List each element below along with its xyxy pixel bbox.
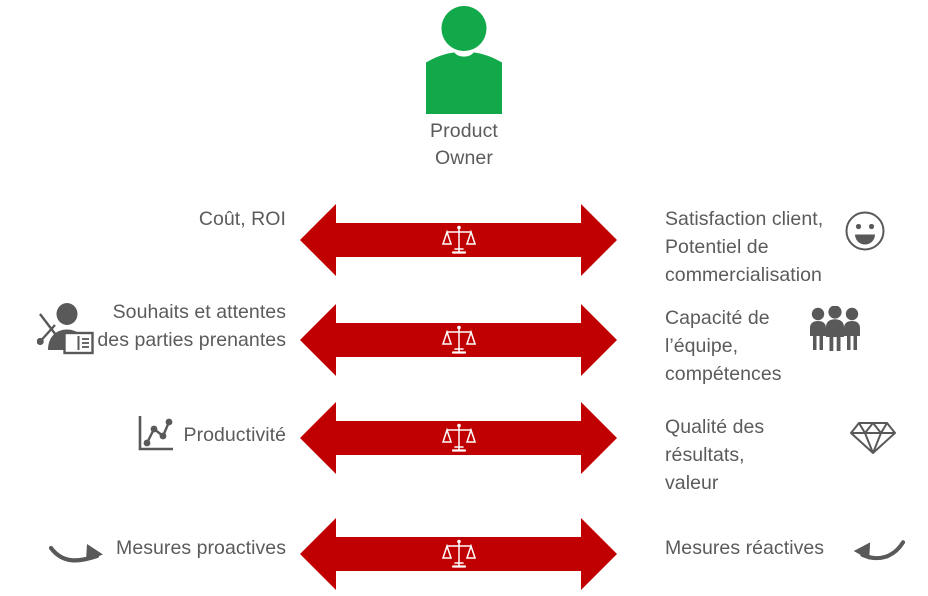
diamond-gem-icon bbox=[850, 422, 896, 454]
row-3-arrow bbox=[300, 390, 617, 486]
row-2-left: Souhaits et attentes des parties prenant… bbox=[0, 292, 300, 356]
row-4-left-label: Mesures proactives bbox=[116, 537, 286, 559]
row-4-left: Mesures proactives bbox=[0, 506, 300, 568]
row-4-right-label: Mesures réactives bbox=[665, 537, 825, 559]
line-chart-icon bbox=[138, 416, 173, 451]
row-1-left: Coût, ROI bbox=[0, 192, 300, 233]
curved-arrow-right-icon bbox=[49, 544, 104, 563]
person-icon bbox=[426, 6, 502, 114]
po-label-line2: Owner bbox=[435, 147, 493, 169]
row-1-right-label: Satisfaction client, Potentiel de commer… bbox=[665, 208, 824, 286]
line-chart-icon-box bbox=[128, 413, 184, 455]
po-label-line1: Product bbox=[430, 120, 498, 142]
row-1-right: Satisfaction client, Potentiel de commer… bbox=[617, 192, 928, 289]
curved-arrow-left-icon bbox=[853, 540, 905, 561]
three-people-icon-box bbox=[805, 306, 865, 352]
row-1-arrow bbox=[300, 192, 617, 288]
row-2-right: Capacité de l’équipe, compétences bbox=[617, 292, 928, 388]
row-3-right: Qualité des résultats, valeur bbox=[617, 390, 928, 497]
row-2-left-label: Souhaits et attentes des parties prenant… bbox=[97, 301, 286, 351]
smiley-face-icon bbox=[845, 211, 885, 251]
balance-scale-icon bbox=[441, 539, 476, 568]
three-people-icon bbox=[810, 306, 860, 351]
row-4-right: Mesures réactives bbox=[617, 506, 928, 568]
curved-arrow-right-icon-box bbox=[44, 538, 116, 568]
row-3-left-label: Productivité bbox=[183, 424, 286, 446]
row-3-right-label: Qualité des résultats, valeur bbox=[665, 416, 765, 494]
diamond-gem-icon-box bbox=[845, 414, 901, 456]
balance-row-1: Coût, ROI Satisfaction client, Potent bbox=[0, 192, 928, 289]
balance-row-4: Mesures proactives Mesures réactives bbox=[0, 506, 928, 596]
row-4-arrow bbox=[300, 506, 617, 596]
balance-row-2: Souhaits et attentes des parties prenant… bbox=[0, 292, 928, 388]
balance-row-3: Productivité Qualité des résultats, vale… bbox=[0, 390, 928, 497]
presenter-person-icon bbox=[37, 303, 95, 355]
smiley-face-icon-box bbox=[835, 210, 895, 252]
balance-scale-icon bbox=[441, 423, 476, 452]
presenter-person-icon-box bbox=[35, 300, 97, 356]
row-3-left: Productivité bbox=[0, 390, 300, 455]
curved-arrow-left-icon-box bbox=[845, 536, 905, 568]
row-2-arrow bbox=[300, 292, 617, 388]
balance-scale-icon bbox=[441, 325, 476, 354]
row-1-left-label: Coût, ROI bbox=[198, 208, 286, 230]
row-2-right-label: Capacité de l’équipe, compétences bbox=[665, 307, 782, 385]
balance-scale-icon bbox=[441, 225, 476, 254]
